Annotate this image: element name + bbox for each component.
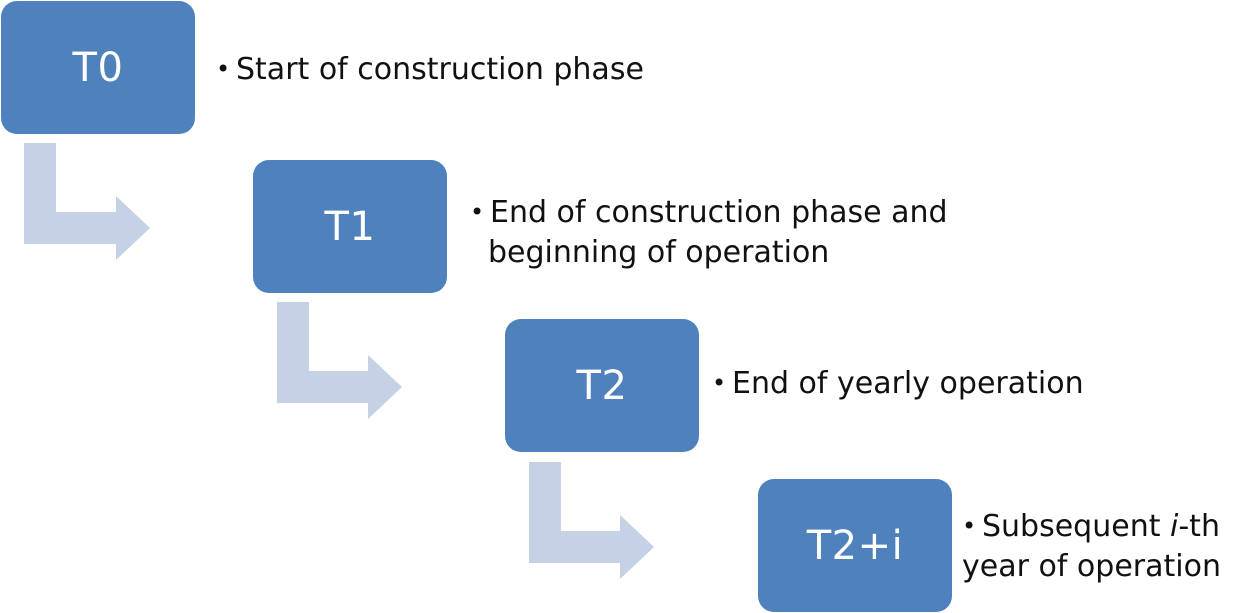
step-description-t2-plus-i-line2: year of operation	[962, 549, 1221, 584]
step-description-t2-plus-i: •Subsequent i-th year of operation	[962, 506, 1221, 587]
bullet-icon: •	[216, 55, 231, 83]
step-description-t0: •Start of construction phase	[216, 49, 644, 90]
step-label-t1: T1	[324, 203, 376, 250]
step-box-t2: T2	[505, 319, 699, 452]
bullet-icon: •	[962, 512, 977, 540]
bullet-icon: •	[470, 198, 485, 226]
step-description-t2: •End of yearly operation	[712, 363, 1084, 404]
step-box-t2-plus-i: T2+i	[758, 479, 952, 612]
step-description-t1-line2: beginning of operation	[488, 235, 830, 270]
step-label-t2-plus-i: T2+i	[806, 522, 904, 569]
step-description-t0-line1: Start of construction phase	[236, 52, 644, 87]
connector-arrow-t1-t2	[277, 302, 402, 419]
step-description-t2-plus-i-pre: Subsequent	[982, 509, 1171, 544]
step-description-t2-line1: End of yearly operation	[732, 366, 1084, 401]
step-description-t2-plus-i-italic: i	[1170, 509, 1179, 544]
bullet-icon: •	[712, 369, 727, 397]
connector-arrow-t0-t1	[24, 143, 150, 260]
step-box-t0: T0	[1, 1, 195, 134]
step-label-t2: T2	[576, 362, 628, 409]
step-description-t1-line1: End of construction phase and	[490, 195, 948, 230]
step-description-t1: •End of construction phase and beginning…	[470, 192, 948, 273]
step-box-t1: T1	[253, 160, 447, 293]
step-description-t2-plus-i-post: -th	[1178, 509, 1220, 544]
connector-arrow-t2-t2i	[529, 462, 654, 579]
step-label-t0: T0	[72, 44, 124, 91]
